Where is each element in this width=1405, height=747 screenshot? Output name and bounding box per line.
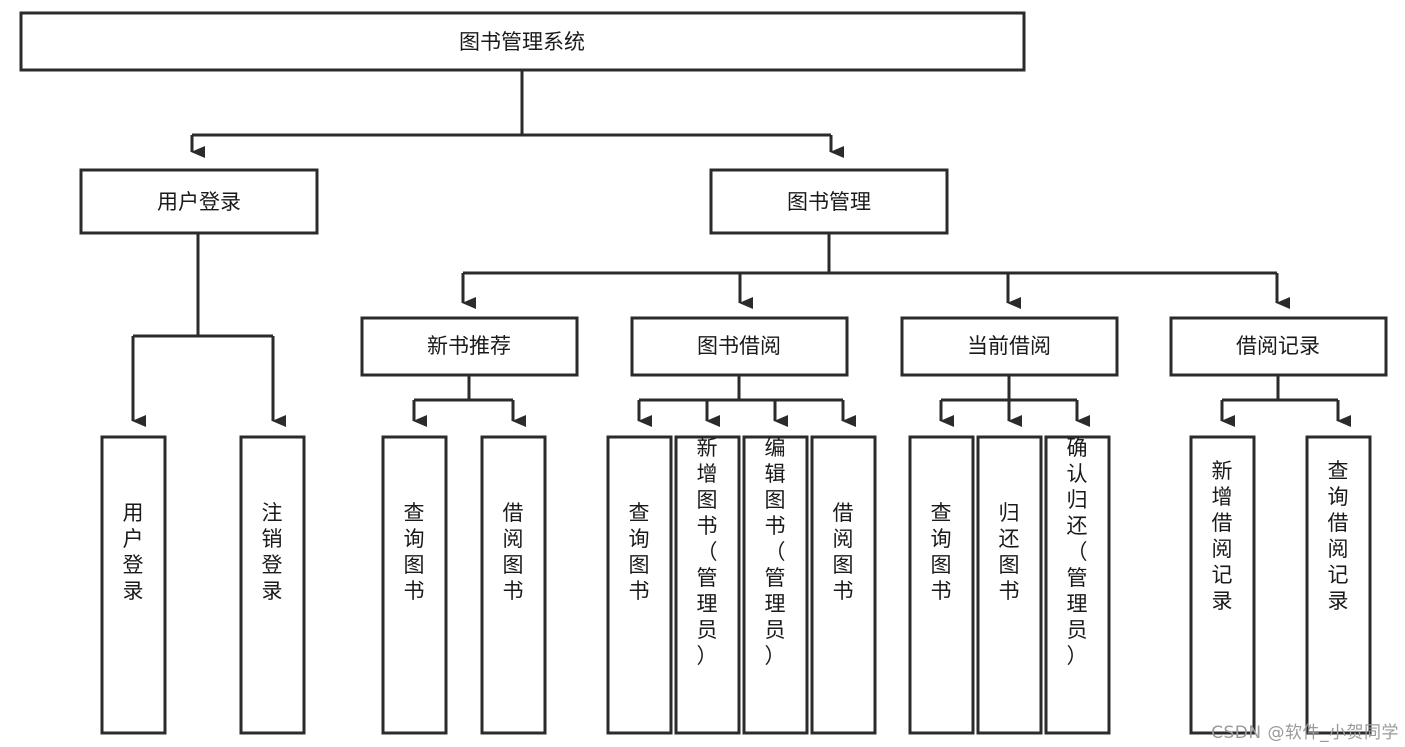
node-user-login-box[interactable]	[79, 168, 319, 235]
leaf-return-book-box[interactable]	[976, 435, 1043, 735]
node-current-borrow-label: 当前借阅	[967, 334, 1051, 358]
leaf-add-record-box[interactable]	[1189, 435, 1256, 735]
leaf-query-book-3-label: 查询图书	[931, 501, 952, 603]
node-new-book-rec-label: 新书推荐	[427, 334, 511, 358]
leaf-query-record-box[interactable]	[1305, 435, 1372, 735]
node-new-book-rec[interactable]: 新书推荐	[360, 316, 579, 377]
leaf-borrow-book-1-label: 借阅图书	[503, 501, 524, 603]
leaf-add-record[interactable]: 新增借阅记录	[1189, 435, 1256, 735]
leaf-user-login[interactable]: 用户登录	[100, 435, 167, 735]
edges-new-book-rec-to-leaves	[412, 375, 526, 427]
leaf-query-book-1-label: 查询图书	[404, 501, 425, 603]
leaf-borrow-book-2[interactable]: 借阅图书	[810, 435, 877, 735]
leaf-borrow-book-2-label: 借阅图书	[833, 501, 854, 603]
node-current-borrow-box[interactable]	[900, 316, 1119, 377]
edges-book-manage-to-level3	[461, 233, 1290, 309]
leaf-query-book-2-box[interactable]	[606, 435, 673, 735]
edges-borrow-record-to-leaves	[1220, 375, 1351, 427]
leaf-return-book-label: 归还图书	[999, 501, 1020, 603]
csdn-watermark: CSDN @软件_小贺同学	[1211, 723, 1399, 743]
leaf-borrow-book-1-box[interactable]	[480, 435, 547, 735]
edges-book-borrow-to-leaves	[637, 375, 856, 427]
node-borrow-record[interactable]: 借阅记录	[1169, 316, 1388, 377]
leaf-borrow-book-2-box[interactable]	[810, 435, 877, 735]
leaf-logout[interactable]: 注销登录	[239, 435, 306, 735]
leaf-user-login-label: 用户登录	[123, 501, 144, 603]
leaf-logout-label: 注销登录	[262, 501, 283, 603]
node-borrow-record-label: 借阅记录	[1236, 334, 1320, 358]
leaf-confirm-return[interactable]: 确认归还（管理员）	[1044, 435, 1111, 735]
leaf-query-book-1-box[interactable]	[381, 435, 448, 735]
leaf-query-record-label: 查询借阅记录	[1328, 459, 1349, 613]
leaf-return-book[interactable]: 归还图书	[976, 435, 1043, 735]
leaf-confirm-return-box[interactable]	[1044, 435, 1111, 735]
leaf-user-login-box[interactable]	[100, 435, 167, 735]
node-book-borrow-label: 图书借阅	[697, 334, 781, 358]
node-user-login-label: 用户登录	[157, 190, 241, 214]
node-book-borrow-box[interactable]	[630, 316, 849, 377]
node-root[interactable]: 图书管理系统	[19, 11, 1026, 72]
edges-root-to-level2	[190, 69, 844, 158]
node-current-borrow[interactable]: 当前借阅	[900, 316, 1119, 377]
leaf-query-book-1[interactable]: 查询图书	[381, 435, 448, 735]
node-borrow-record-box[interactable]	[1169, 316, 1388, 377]
leaf-confirm-return-label: 确认归还（管理员）	[1067, 436, 1088, 668]
leaf-query-book-3[interactable]: 查询图书	[908, 435, 975, 735]
edges-user-login-to-leaves	[131, 233, 286, 427]
node-book-manage-box[interactable]	[709, 168, 949, 235]
leaf-query-book-2[interactable]: 查询图书	[606, 435, 673, 735]
leaf-add-record-label: 新增借阅记录	[1212, 459, 1233, 613]
leaf-query-record[interactable]: 查询借阅记录	[1305, 435, 1372, 735]
leaf-add-book-box[interactable]	[674, 435, 741, 735]
leaf-add-book-label: 新增图书（管理员）	[697, 436, 718, 668]
leaf-edit-book-box[interactable]	[742, 435, 809, 735]
leaf-add-book[interactable]: 新增图书（管理员）	[674, 435, 741, 735]
node-new-book-rec-box[interactable]	[360, 316, 579, 377]
leaf-borrow-book-1[interactable]: 借阅图书	[480, 435, 547, 735]
leaf-edit-book[interactable]: 编辑图书（管理员）	[742, 435, 809, 735]
leaf-logout-box[interactable]	[239, 435, 306, 735]
leaf-query-book-2-label: 查询图书	[629, 501, 650, 603]
node-book-manage[interactable]: 图书管理	[709, 168, 949, 235]
node-book-borrow[interactable]: 图书借阅	[630, 316, 849, 377]
node-book-manage-label: 图书管理	[787, 190, 871, 214]
leaf-query-book-3-box[interactable]	[908, 435, 975, 735]
node-root-label: 图书管理系统	[459, 30, 585, 54]
leaf-edit-book-label: 编辑图书（管理员）	[765, 436, 786, 668]
node-user-login[interactable]: 用户登录	[79, 168, 319, 235]
edges-current-borrow-to-leaves	[939, 375, 1090, 427]
node-root-box[interactable]	[19, 11, 1026, 72]
